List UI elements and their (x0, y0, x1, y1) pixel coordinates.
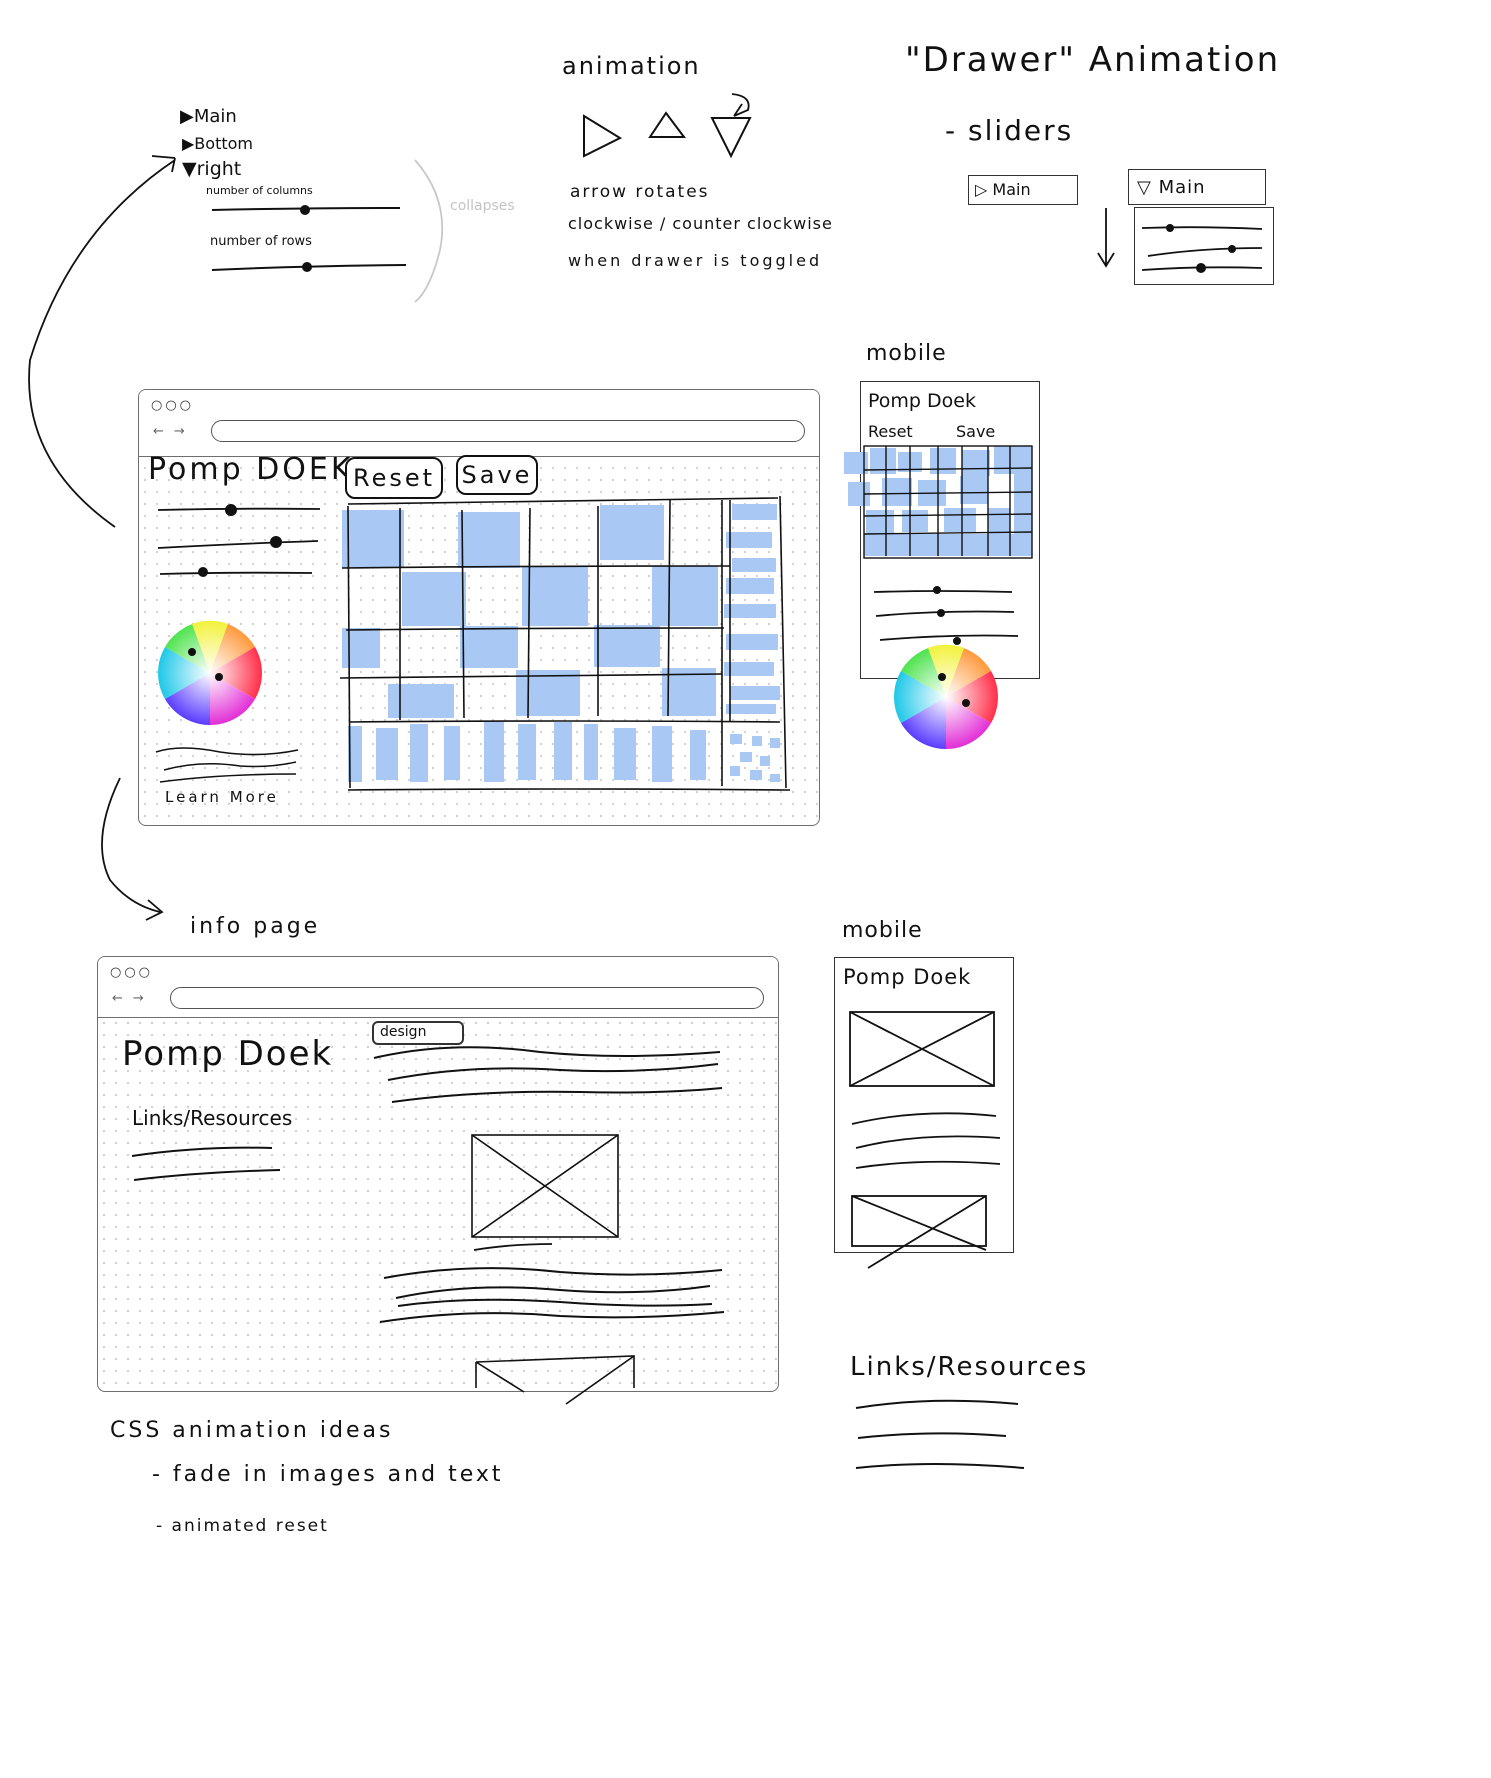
drawer-item-main[interactable]: ▶Main (180, 106, 237, 127)
drawer-animation-title: "Drawer" Animation (905, 40, 1281, 80)
mobile-info-frame (834, 957, 1014, 1253)
slider-handle (198, 567, 208, 577)
info-image-placeholder (471, 1134, 619, 1238)
info-links-label: Links/Resources (132, 1106, 293, 1130)
arrow-down-icon (710, 117, 752, 159)
info-text-lines-2 (379, 1267, 725, 1323)
mobile-info-links-label: Links/Resources (850, 1352, 1089, 1382)
drawer-item-right[interactable]: ▼right (182, 158, 242, 180)
info-nav-arrows[interactable]: ←→ (112, 991, 154, 1006)
collapse-note: collapses (450, 198, 515, 214)
flow-arrow-to-info (101, 777, 164, 921)
drawer-closed-label: ▷ Main (975, 180, 1031, 199)
info-title: Pomp Doek (122, 1034, 334, 1074)
info-image-placeholder-2 (475, 1355, 635, 1405)
mobile-info-heading: mobile (842, 918, 923, 943)
mobile-heading: mobile (866, 341, 947, 366)
drawer-item-bottom[interactable]: ▶Bottom (182, 134, 253, 153)
app-title: Pomp DOEK (148, 452, 354, 487)
css-note-2: - animated reset (156, 1516, 329, 1536)
info-tag-label: design (380, 1024, 427, 1040)
window-controls[interactable]: ○○○ (151, 398, 195, 413)
browser-chrome: ○○○ ←→ (139, 390, 819, 457)
reset-button[interactable]: Reset (345, 457, 443, 499)
animation-note-line-2: clockwise / counter clockwise (568, 214, 833, 233)
mobile-reset-button[interactable]: Reset (868, 422, 913, 441)
slider-label-rows: number of rows (210, 234, 312, 249)
info-page-label: info page (190, 914, 321, 939)
arrow-right-icon (583, 114, 623, 158)
nav-arrows[interactable]: ←→ (153, 424, 195, 439)
info-tag[interactable]: design (372, 1021, 464, 1045)
color-wheel (158, 620, 262, 725)
animation-title: animation (562, 52, 701, 80)
drawer-closed[interactable]: ▷ Main (968, 175, 1078, 205)
save-button[interactable]: Save (456, 455, 538, 495)
arrow-up-icon (648, 111, 686, 138)
info-window-controls[interactable]: ○○○ (110, 965, 154, 980)
url-bar[interactable] (211, 420, 805, 442)
animation-note-line-3: when drawer is toggled (568, 251, 823, 270)
mobile-info-title: Pomp Doek (843, 965, 972, 989)
info-text-lines (373, 1046, 723, 1103)
mobile-sliders (873, 586, 1019, 645)
css-notes-title: CSS animation ideas (110, 1418, 394, 1443)
info-links-lines (131, 1146, 281, 1181)
slider-handle (270, 536, 282, 548)
learn-more-link[interactable]: Learn More (165, 788, 279, 806)
bottom-drawer-preview (348, 722, 780, 782)
info-browser-chrome: ○○○ ←→ (98, 957, 778, 1018)
css-note-1: - fade in images and text (152, 1462, 504, 1487)
rotate-arrow-icon (731, 93, 750, 117)
animation-note-line-1: arrow rotates (570, 182, 710, 202)
mobile-title: Pomp Doek (868, 390, 976, 412)
drawer-open-label: ▽ Main (1137, 177, 1206, 198)
canvas-grid (339, 495, 791, 791)
slider-handle (225, 504, 237, 516)
mobile-color-wheel (894, 644, 998, 749)
mobile-save-button[interactable]: Save (956, 422, 996, 441)
drawer-animation-subtitle: - sliders (945, 114, 1074, 147)
sidebar-sliders (157, 504, 321, 577)
info-url-bar[interactable] (170, 987, 764, 1009)
right-drawer-preview (724, 504, 780, 714)
drawer-open-header[interactable]: ▽ Main (1128, 169, 1266, 205)
slider-label-columns: number of columns (206, 184, 313, 197)
